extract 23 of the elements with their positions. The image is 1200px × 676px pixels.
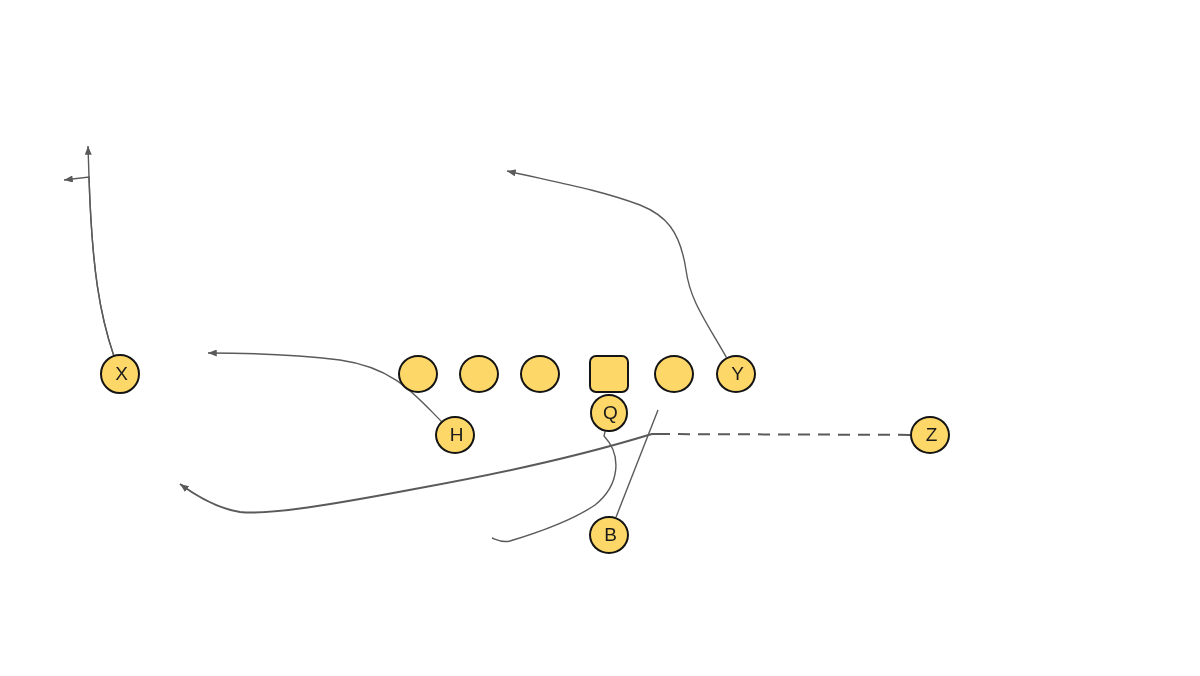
player-circle bbox=[589, 516, 629, 554]
route-arrow bbox=[63, 175, 115, 356]
center-square bbox=[589, 355, 629, 393]
player-letter: X bbox=[114, 364, 128, 384]
player-circle bbox=[716, 355, 756, 393]
player-letter: Y bbox=[730, 364, 744, 384]
player-circle bbox=[910, 416, 950, 454]
lineman-circle bbox=[654, 355, 694, 393]
player-letter: Q bbox=[602, 403, 618, 423]
player-letter: B bbox=[603, 525, 617, 545]
lineman-circle bbox=[398, 355, 438, 393]
lineman-circle bbox=[459, 355, 499, 393]
route-arrow bbox=[179, 433, 911, 514]
player-circle bbox=[435, 416, 475, 454]
player-circle bbox=[590, 394, 628, 432]
player-letter: H bbox=[448, 425, 464, 445]
route-line bbox=[491, 430, 617, 543]
route-arrow bbox=[506, 169, 728, 358]
player-circle bbox=[100, 354, 140, 394]
player-letter: Z bbox=[924, 425, 938, 445]
lineman-circle bbox=[520, 355, 560, 393]
route-arrow bbox=[207, 349, 442, 422]
route-line bbox=[615, 409, 659, 518]
